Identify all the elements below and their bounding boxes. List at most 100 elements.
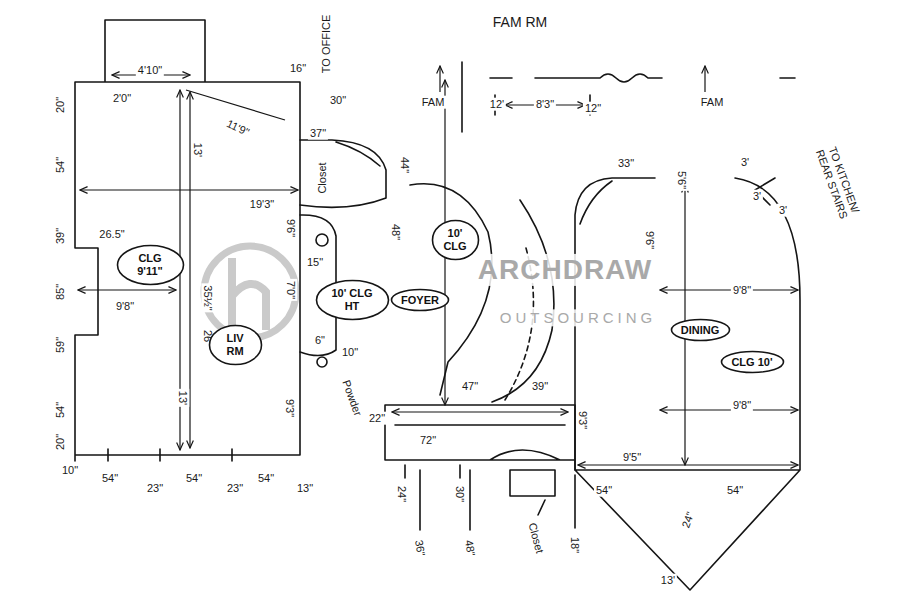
dimension-label: 30" [454,484,467,504]
powder-closet-walls [385,405,575,496]
watermark: OUTSOURCING [498,309,659,326]
dimension-label: 9'6" [644,229,657,251]
circled-room-note: FOYER [390,288,450,312]
note: TO KITCHEN/ REAR STAIRS [811,135,866,228]
column [317,357,327,367]
dimension-label: 37" [308,127,328,140]
circled-room-note: CLG 9'11" [116,244,185,286]
dimension-label: 9'3" [577,409,590,431]
dimension-label: 13" [295,482,315,495]
dimension-line [392,411,568,412]
dimension-label: 3' [777,204,789,217]
dimension-label: 72" [418,434,438,447]
direction-arrow [439,66,440,92]
dimension-label: 24" [396,484,409,504]
room-name: Closet [525,519,546,556]
room-note: 10' CLG HT [328,287,376,312]
closet-outline [300,140,386,207]
dimension-label: 9'5" [621,451,643,464]
column [316,234,328,246]
circled-room-note: DINING [670,318,731,342]
dimension-label: 20" [54,95,67,115]
dimension-label: 22" [367,412,387,425]
dimension-label: 33" [616,157,636,170]
living-room-walls [75,20,300,461]
room-note: 10' CLG [440,227,470,252]
dimension-label: FAM RM [491,14,549,30]
ellipse-outline [432,221,478,260]
room-note: LIV RM [218,332,252,357]
dimension-label: 36" [412,537,428,559]
dimension-label: 23" [225,482,245,495]
dimension-label: 12" [583,102,603,115]
dimension-line [578,464,798,465]
dimension-label: 59" [54,335,67,355]
dimension-label: 16" [288,62,308,75]
dimension-label: 2'0" [111,92,133,105]
dimension-label: 54" [594,484,614,497]
ellipse-outline [209,326,261,365]
top-walls [462,62,795,132]
dimension-label: 23" [145,482,165,495]
dimension-label: 54" [54,155,67,175]
dimension-label: TO OFFICE [320,13,333,75]
direction-arrow [704,66,705,92]
dimension-label: 13' [177,389,190,407]
room-pointer: FAM [420,96,447,109]
logo-ring [204,246,296,338]
ellipse-outline [316,281,388,320]
dimension-label: 8'3" [534,98,556,111]
dimension-label: 15" [305,256,325,269]
dimension-label: 9'8" [731,399,753,412]
dimension-label: 48" [462,537,478,559]
dimension-label: 35½" [202,283,215,312]
watermark-logo [204,246,296,338]
room-name: Closet [316,160,329,195]
circled-room-note: 10' CLG HT [315,279,390,321]
dimension-lines [78,66,798,465]
walls [75,20,800,590]
dimension-line [78,289,176,290]
dimension-label: 39" [54,226,67,246]
room-note: CLG 10' [731,356,772,369]
dimension-label: 54" [256,472,276,485]
dimension-label: 11'9" [223,116,253,139]
room-pointer: FAM [699,96,726,109]
dimension-label: 13' [659,574,677,587]
dimension-label: 13' [192,141,205,159]
dimension-label: 10" [340,346,360,359]
watermark: ARCHDRAW [476,254,654,286]
logo-mark [232,258,266,330]
dimension-label: 12' [488,98,506,111]
ellipse-outline [721,352,783,373]
dimension-label: 9'3" [284,397,297,419]
room-note: CLG 9'11" [128,252,172,277]
dimension-label: 47" [460,380,480,393]
dimension-label: 9'8" [114,300,136,313]
dimension-label: 44" [399,155,412,175]
dimension-label: 9'8" [731,284,753,297]
dimension-label: 9'6" [285,217,298,239]
dimension-line [660,409,798,410]
circled-room-note: 10' CLG [431,219,480,261]
ellipse-outline [392,290,449,311]
dimension-label: 24" [679,508,698,531]
dimension-line [660,289,798,290]
dimension-label: 54" [100,472,120,485]
circled-room-note: LIV RM [208,324,263,366]
dimension-line [186,90,285,120]
dimension-label: 30" [328,94,348,107]
dimension-label: 26.5" [97,228,126,241]
ellipse-outline [117,246,183,285]
dimension-label: 18" [569,535,582,555]
room-name: Powder [339,376,365,419]
dimension-label: 3' [739,156,751,169]
dimension-line [189,92,190,448]
dimension-label: 19'3" [248,198,276,211]
dimension-label: 54" [725,484,745,497]
dimension-label: 6" [313,334,327,347]
leader-lines [405,465,575,530]
dimension-label: 54" [54,400,67,420]
dimension-label: 5'6" [676,169,689,191]
dimension-label: 20" [54,432,67,452]
